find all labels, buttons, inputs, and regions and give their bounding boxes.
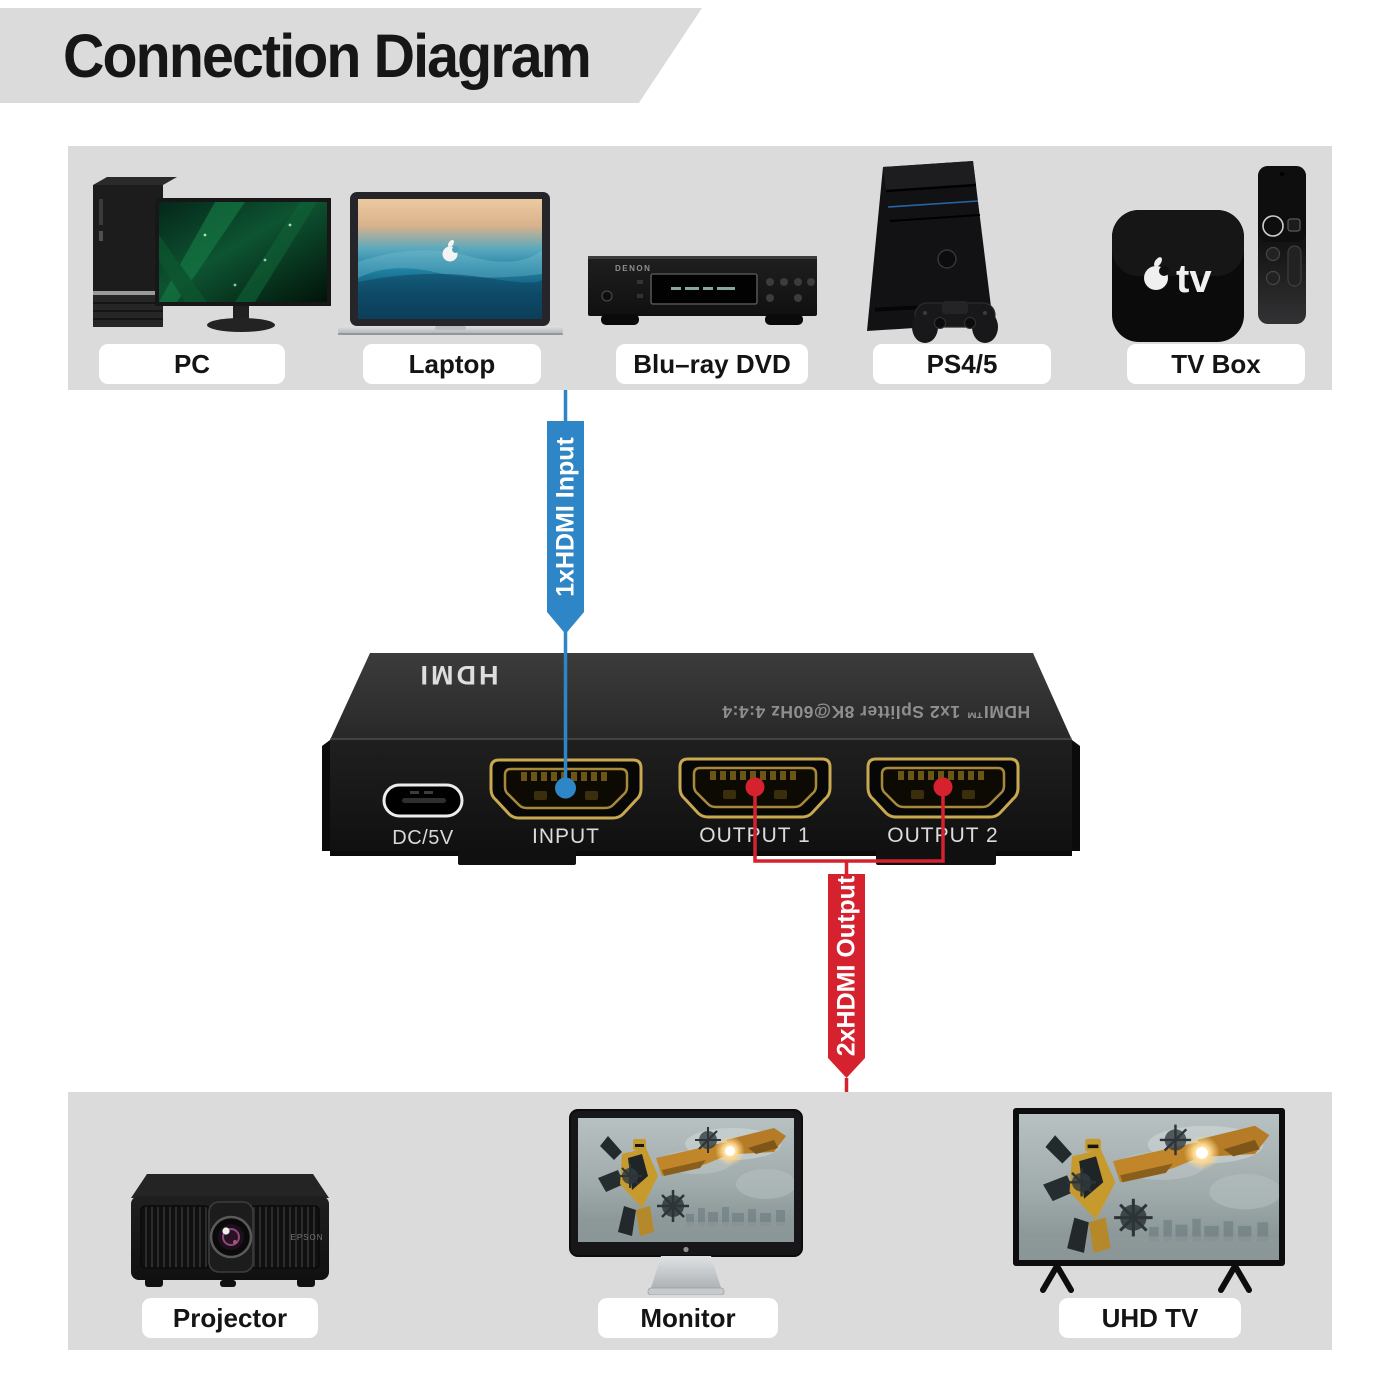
laptop-icon xyxy=(338,192,563,335)
bluray-icon: DENON xyxy=(588,256,817,325)
uhdtv-icon xyxy=(1013,1108,1285,1293)
device-label-bluray: Blu–ray DVD xyxy=(616,344,808,384)
monitor-icon xyxy=(569,1109,803,1295)
hdmi-logo: HDMI xyxy=(418,660,499,690)
epson-brand-text: EPSON xyxy=(290,1233,323,1242)
splitter-top-face xyxy=(330,653,1072,740)
apple-logo-dot xyxy=(683,1246,689,1253)
title-banner: Connection Diagram xyxy=(0,8,702,103)
denon-brand-text: DENON xyxy=(615,264,651,273)
ps-controller xyxy=(912,301,998,343)
input-banner-label: 1xHDMI Input xyxy=(552,436,580,596)
device-label-laptop: Laptop xyxy=(363,344,541,384)
projector-icon: EPSON xyxy=(131,1174,329,1287)
tvbox-icon: tv xyxy=(1112,166,1306,342)
device-label-ps45: PS4/5 xyxy=(873,344,1051,384)
input-banner xyxy=(547,421,584,634)
splitter-top-text: HDMI™ 1x2 Splitter 8K@60Hz 4:4:4 xyxy=(722,702,1030,722)
splitter-device: HDMI HDMI™ 1x2 Splitter 8K@60Hz 4:4:4 DC… xyxy=(322,653,1080,865)
ps4-icon xyxy=(867,161,998,343)
port-label-dc5v: DC/5V xyxy=(392,827,454,849)
device-label-monitor: Monitor xyxy=(598,1298,778,1338)
device-label-pc: PC xyxy=(99,344,285,384)
device-label-tvbox: TV Box xyxy=(1127,344,1305,384)
pc-icon xyxy=(93,177,331,332)
hdmi-input-port xyxy=(489,758,643,820)
tv-legs xyxy=(1040,1263,1252,1293)
port-label-output1: OUTPUT 1 xyxy=(699,824,810,847)
appletv-logo-text: tv xyxy=(1176,257,1212,301)
apple-tv-logo: tv xyxy=(1144,257,1212,301)
port-label-output2: OUTPUT 2 xyxy=(887,824,998,847)
hdmi-output2-port xyxy=(866,757,1020,819)
device-label-uhdtv: UHD TV xyxy=(1059,1298,1241,1338)
output-banner xyxy=(828,874,865,1078)
port-label-input: INPUT xyxy=(532,825,600,848)
device-label-projector: Projector xyxy=(142,1298,318,1338)
usb-c-port xyxy=(382,783,464,818)
hdmi-output1-port xyxy=(678,757,832,819)
output-banner-label: 2xHDMI Output xyxy=(833,875,861,1056)
tv-remote xyxy=(1258,166,1306,324)
page-title: Connection Diagram xyxy=(63,21,592,90)
